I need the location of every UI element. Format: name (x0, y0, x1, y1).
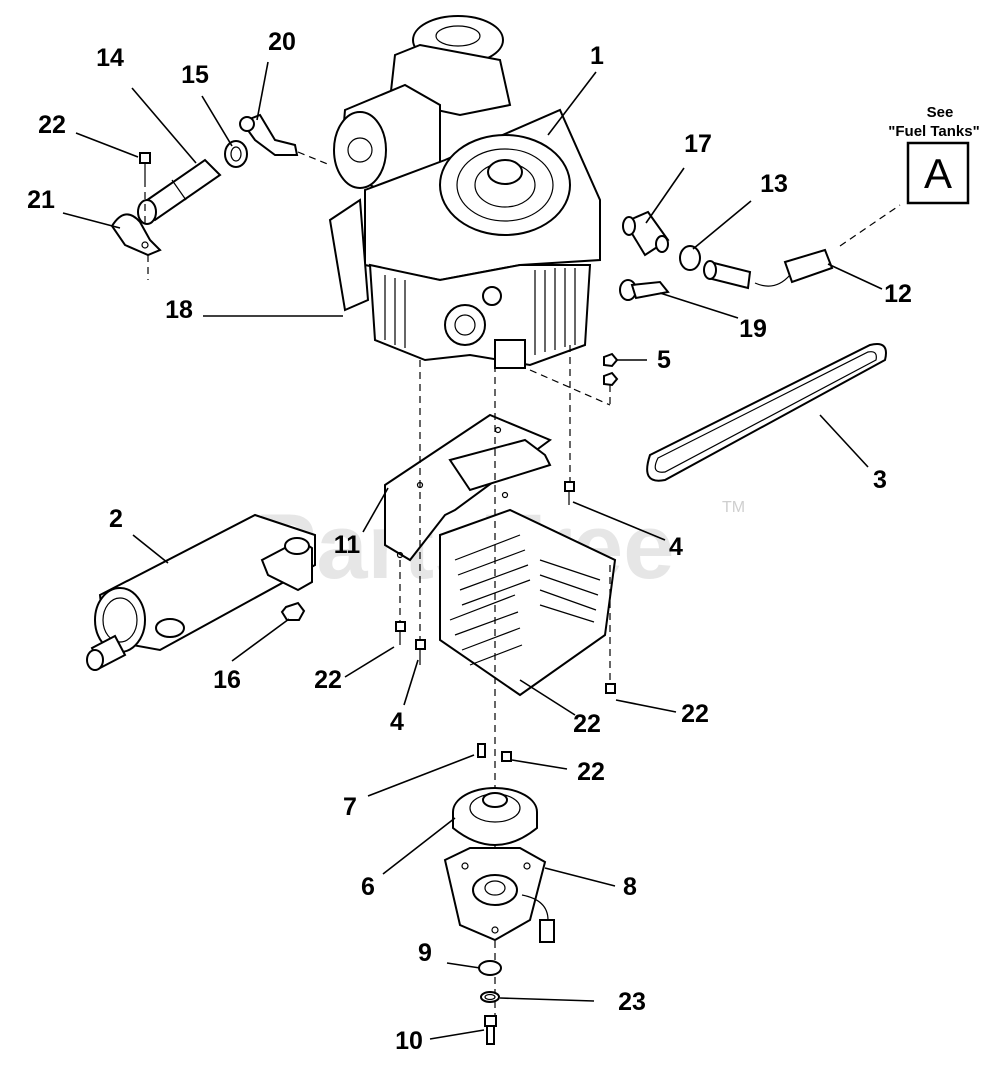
drive-belt (646, 343, 887, 482)
hose-clamp (224, 140, 248, 168)
callout-mounting-plate[interactable]: 11 (334, 531, 361, 559)
callout-engine[interactable]: 1 (590, 42, 604, 70)
leader-lines (62, 61, 883, 1040)
callout-bolt-center-left[interactable]: 4 (390, 708, 404, 736)
fuel-hose (137, 158, 222, 225)
screw-top-left (139, 152, 151, 180)
callout-hose-clamp[interactable]: 15 (181, 61, 209, 89)
nut (280, 601, 306, 621)
watermark-trademark: TM (722, 499, 745, 516)
reference-target-label: "Fuel Tanks" (888, 123, 979, 140)
callout-bolt-bottom[interactable]: 10 (395, 1027, 423, 1055)
muffler (86, 513, 316, 671)
callout-clutch[interactable]: 8 (623, 873, 637, 901)
fuel-hose-right (703, 248, 834, 290)
bolt-lower-right (605, 683, 616, 694)
bolt-left (395, 621, 406, 645)
lock-washer (480, 991, 500, 1003)
pulley (452, 787, 538, 846)
callout-fuel-fitting-right[interactable]: 19 (739, 315, 767, 343)
callout-muffler[interactable]: 2 (109, 505, 123, 533)
bolt-bottom (484, 1015, 497, 1045)
reference-box[interactable] (906, 141, 970, 205)
callout-lock-washer[interactable]: 23 (618, 988, 646, 1016)
callout-drive-belt[interactable]: 3 (873, 466, 887, 494)
fuel-filter (622, 210, 670, 257)
callout-engine-side[interactable]: 18 (165, 296, 193, 324)
callout-fuel-fitting[interactable]: 20 (268, 28, 296, 56)
fuel-fitting-right (619, 279, 670, 301)
callout-nut[interactable]: 16 (213, 666, 241, 694)
callout-clip[interactable]: 21 (27, 186, 55, 214)
heat-shield (439, 508, 617, 697)
callout-pulley[interactable]: 6 (361, 873, 375, 901)
mounting-plate (384, 413, 553, 562)
fuel-fitting (239, 113, 299, 156)
hose-clamp-right (679, 245, 701, 271)
callout-fuel-filter[interactable]: 17 (684, 130, 712, 158)
callout-bolt-right[interactable]: 4 (669, 533, 683, 561)
callout-nuts[interactable]: 5 (657, 346, 671, 374)
callout-heat-shield[interactable]: 22 (573, 710, 601, 738)
reference-see-label: See (927, 104, 954, 121)
callout-screw-top-left[interactable]: 22 (38, 111, 66, 139)
engine (328, 15, 601, 369)
callout-key[interactable]: 7 (343, 793, 357, 821)
callout-hose-clamp-right[interactable]: 13 (760, 170, 788, 198)
bolt-pulley (501, 751, 512, 762)
washer-large (478, 960, 502, 976)
callout-washer[interactable]: 9 (418, 939, 432, 967)
reference-letter: A (924, 150, 952, 197)
callout-fuel-hose-right[interactable]: 12 (884, 280, 912, 308)
callout-bolt-lower-right[interactable]: 22 (681, 700, 709, 728)
key (477, 743, 486, 758)
nuts-small (603, 352, 619, 387)
callout-bolt-pulley[interactable]: 22 (577, 758, 605, 786)
clip (110, 213, 162, 257)
callout-bolt-left[interactable]: 22 (314, 666, 342, 694)
electric-clutch (443, 847, 555, 943)
callout-fuel-hose[interactable]: 14 (96, 44, 124, 72)
